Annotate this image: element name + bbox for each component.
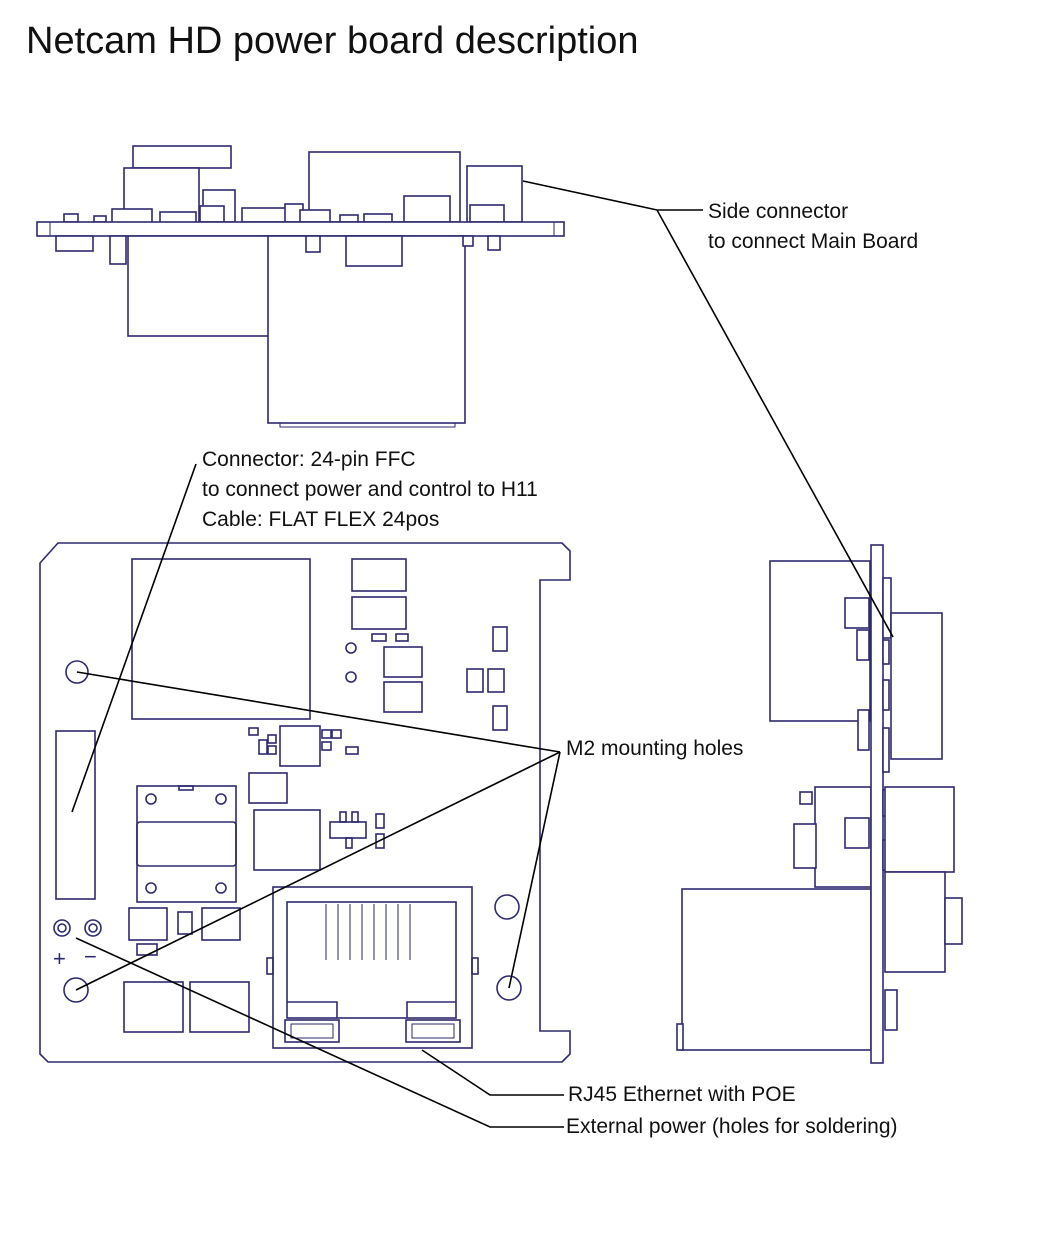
leader-mount-3 xyxy=(508,751,561,989)
leader-rj45 xyxy=(421,1049,564,1096)
side-connector-label-line1: Side connector xyxy=(708,200,849,223)
leader-power xyxy=(75,937,564,1128)
leader-side-connector xyxy=(522,180,703,211)
board-front-view: + − xyxy=(39,542,571,1063)
side-connector-label-line2: to connect Main Board xyxy=(708,230,919,253)
leader-mount-1 xyxy=(76,671,561,753)
leader-lines xyxy=(71,180,894,1128)
ffc-connector-label-line3: Cable: FLAT FLEX 24pos xyxy=(202,508,440,531)
board-top-view xyxy=(36,145,565,428)
power-minus-label: − xyxy=(84,944,97,969)
ffc-connector-label-line2: to connect power and control to H11 xyxy=(202,478,538,501)
page-title: Netcam HD power board description xyxy=(26,20,639,62)
rj45-label: RJ45 Ethernet with POE xyxy=(568,1083,796,1106)
leader-side-connector-2 xyxy=(656,209,894,638)
ffc-connector-label: Connector: 24-pin FFC to connect power a… xyxy=(202,445,538,535)
board-side-view xyxy=(676,544,963,1064)
leader-mount-2 xyxy=(75,751,561,991)
power-plus-label: + xyxy=(53,946,66,971)
external-power-label: External power (holes for soldering) xyxy=(566,1115,898,1138)
side-connector-label: Side connector to connect Main Board xyxy=(708,197,918,257)
leader-ffc xyxy=(71,463,197,813)
ffc-connector-label-line1: Connector: 24-pin FFC xyxy=(202,448,416,471)
mounting-holes-label: M2 mounting holes xyxy=(566,737,744,760)
